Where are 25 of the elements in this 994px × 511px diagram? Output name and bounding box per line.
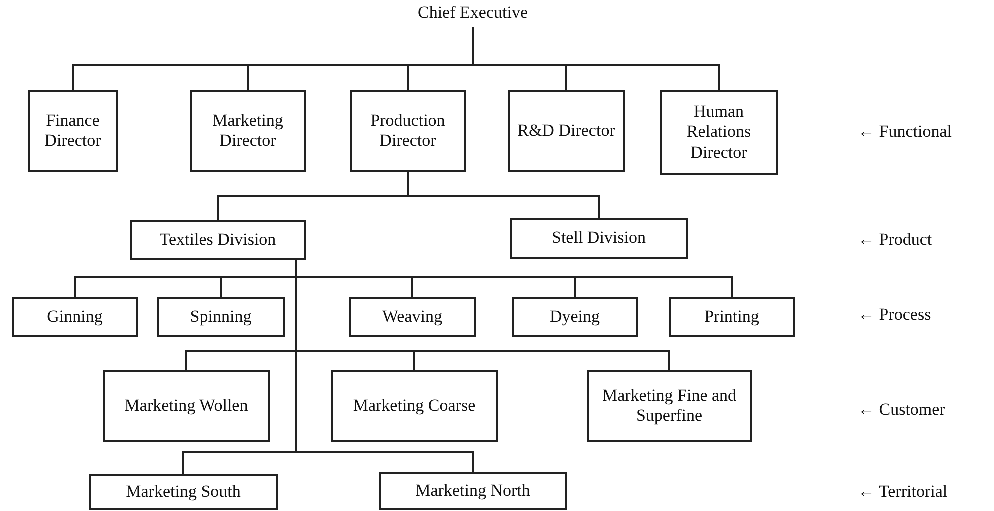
level-label: ← Territorial: [858, 482, 948, 502]
org-box: Stell Division: [510, 218, 688, 259]
org-box: Dyeing: [512, 297, 638, 337]
node-title: Chief Executive: [403, 0, 543, 27]
org-box: Marketing Director: [190, 90, 306, 172]
org-box: R&D Director: [508, 90, 625, 172]
org-box: Marketing Coarse: [331, 370, 498, 442]
level-label: ← Process: [858, 305, 932, 325]
org-box: Finance Director: [28, 90, 118, 172]
level-label: ← Product: [858, 230, 932, 250]
org-box: Marketing North: [379, 472, 567, 510]
org-box: Textiles Division: [130, 220, 306, 260]
org-box: Marketing South: [89, 474, 278, 510]
org-box: Ginning: [12, 297, 138, 337]
connector-line: [472, 27, 720, 90]
org-box: Production Director: [350, 90, 466, 172]
org-box: Printing: [669, 297, 795, 337]
connector-line: [295, 260, 474, 472]
org-box: Human Relations Director: [660, 90, 778, 175]
org-box: Weaving: [349, 297, 476, 337]
level-label: ← Functional: [858, 122, 952, 142]
org-box: Marketing Wollen: [103, 370, 270, 442]
level-label: ← Customer: [858, 400, 946, 420]
org-box: Marketing Fine and Superfine: [587, 370, 752, 442]
org-box: Spinning: [157, 297, 285, 337]
